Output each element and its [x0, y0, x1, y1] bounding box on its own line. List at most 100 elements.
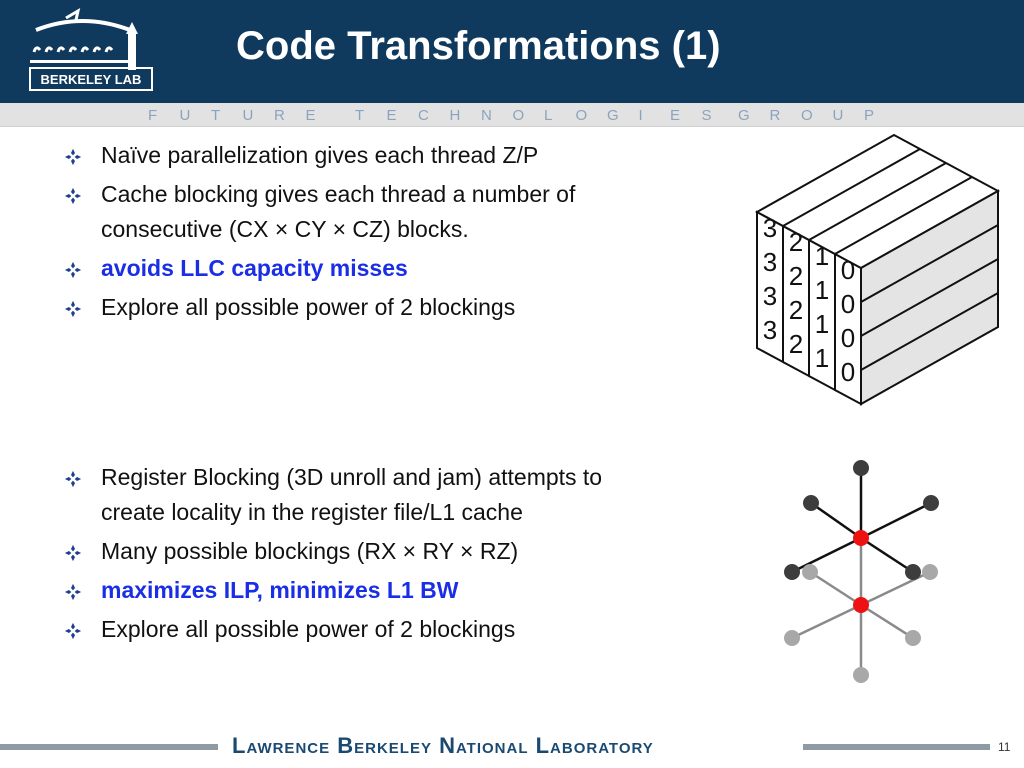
stencil-edge-upper: [860, 501, 932, 540]
diamond-bullet-icon: [64, 622, 82, 640]
diamond-bullet-icon: [64, 544, 82, 562]
tagline-letter: G: [607, 107, 619, 124]
stencil-edge-upper: [810, 501, 862, 540]
bullet-item: maximizes ILP, minimizes L1 BW: [64, 573, 664, 608]
stencil-center-node-upper: [853, 530, 869, 546]
tagline-letter: I: [638, 107, 643, 124]
cube-right-divider: [860, 292, 999, 371]
footer-rule-right: [803, 744, 990, 750]
cube-block-label: 2: [789, 227, 803, 257]
bullet-text: avoids LLC capacity misses: [101, 255, 408, 281]
tagline-letter: E: [305, 107, 316, 124]
tagline-letter: O: [801, 107, 813, 124]
stencil-node-dark: [905, 564, 921, 580]
stencil-edge-lower: [809, 570, 862, 607]
cube-block-label: 1: [815, 275, 829, 305]
tagline-letter: P: [864, 107, 875, 124]
page-title: Code Transformations (1): [236, 24, 721, 68]
stencil-node-gray: [784, 630, 800, 646]
footer-lab-name: Lawrence Berkeley National Laboratory: [232, 733, 654, 758]
register-blocking-stencil-diagram: [784, 460, 939, 683]
tagline-letter: E: [670, 107, 681, 124]
tagline-letter: F: [148, 107, 158, 124]
cube-block-label: 2: [789, 295, 803, 325]
tagline-letter: N: [481, 107, 492, 124]
cube-block-label: 3: [763, 315, 777, 345]
tagline-letter: H: [449, 107, 461, 124]
bullet-item: Naïve parallelization gives each thread …: [64, 138, 664, 173]
cube-block-label: 2: [789, 261, 803, 291]
tagline-letter: T: [211, 107, 221, 124]
diamond-bullet-icon: [64, 261, 82, 279]
cube-right-divider: [860, 258, 999, 337]
stencil-node-gray: [922, 564, 938, 580]
tagline-letter: R: [274, 107, 285, 124]
stencil-edge-lower: [791, 603, 862, 640]
bullet-list-cache-blocking: Naïve parallelization gives each thread …: [64, 138, 664, 329]
berkeley-lab-logo: BERKELEY LAB: [29, 8, 153, 91]
bullet-text: Many possible blockings (RX × RY × RZ): [101, 538, 519, 564]
bullet-item: Many possible blockings (RX × RY × RZ): [64, 534, 664, 569]
cube-block-label: 0: [841, 357, 855, 387]
cube-top-divider: [808, 162, 947, 241]
cube-block-label: 3: [763, 281, 777, 311]
stencil-node-gray: [802, 564, 818, 580]
tagline-letter: G: [738, 107, 750, 124]
stencil-edge-upper: [791, 536, 862, 574]
diamond-bullet-icon: [64, 187, 82, 205]
cube-block-label: 0: [841, 289, 855, 319]
cube-block-label: 3: [763, 247, 777, 277]
bullet-text: Explore all possible power of 2 blocking…: [101, 616, 516, 642]
diamond-bullet-icon: [64, 300, 82, 318]
stencil-node-dark: [923, 495, 939, 511]
bullet-item: avoids LLC capacity misses: [64, 251, 664, 286]
svg-text:BERKELEY LAB: BERKELEY LAB: [41, 72, 142, 87]
tagline-letter: S: [701, 107, 712, 124]
stencil-center-node-lower: [853, 597, 869, 613]
page-number: 11: [998, 740, 1011, 754]
cube-block-label: 1: [815, 343, 829, 373]
bullet-list-register-blocking: Register Blocking (3D unroll and jam) at…: [64, 460, 664, 651]
slide-header: BERKELEY LAB Code Transformations (1): [0, 0, 1024, 103]
bullet-item: Register Blocking (3D unroll and jam) at…: [64, 460, 664, 530]
cube-block-label: 1: [815, 309, 829, 339]
stencil-node-gray: [853, 667, 869, 683]
diamond-bullet-icon: [64, 148, 82, 166]
cube-block-label: 0: [841, 323, 855, 353]
cube-top-divider: [834, 176, 973, 255]
tagline-letter: U: [832, 107, 844, 124]
bullet-item: Cache blocking gives each thread a numbe…: [64, 177, 664, 247]
tagline-letter: C: [418, 107, 429, 124]
tagline-letter: O: [575, 107, 588, 124]
tagline-letter: U: [179, 107, 191, 124]
footer-rule-left: [0, 744, 218, 750]
diamond-bullet-icon: [64, 470, 82, 488]
bullet-text: Register Blocking (3D unroll and jam) at…: [101, 464, 603, 525]
bullet-text: maximizes ILP, minimizes L1 BW: [101, 577, 459, 603]
tagline-letter: E: [386, 107, 397, 124]
diamond-bullet-icon: [64, 583, 82, 601]
stencil-node-gray: [905, 630, 921, 646]
stencil-node-dark: [784, 564, 800, 580]
stencil-edge-lower: [860, 603, 914, 640]
cube-block-label: 1: [815, 241, 829, 271]
stencil-node-dark: [853, 460, 869, 476]
tagline-letter: T: [355, 107, 365, 124]
bullet-text: Explore all possible power of 2 blocking…: [101, 294, 516, 320]
cube-right-divider: [860, 224, 999, 303]
stencil-edge-upper: [860, 536, 914, 574]
bullet-item: Explore all possible power of 2 blocking…: [64, 290, 664, 325]
stencil-node-dark: [803, 495, 819, 511]
bullet-item: Explore all possible power of 2 blocking…: [64, 612, 664, 647]
cube-top-divider: [782, 148, 921, 227]
tagline-letter: L: [544, 107, 553, 124]
cube-block-label: 3: [763, 213, 777, 243]
stencil-edge-lower: [860, 570, 931, 607]
cube-block-label: 2: [789, 329, 803, 359]
tagline-letter: R: [769, 107, 781, 124]
tagline-letter: O: [512, 107, 525, 124]
tagline-letter: U: [242, 107, 254, 124]
bullet-text: Cache blocking gives each thread a numbe…: [101, 181, 576, 242]
